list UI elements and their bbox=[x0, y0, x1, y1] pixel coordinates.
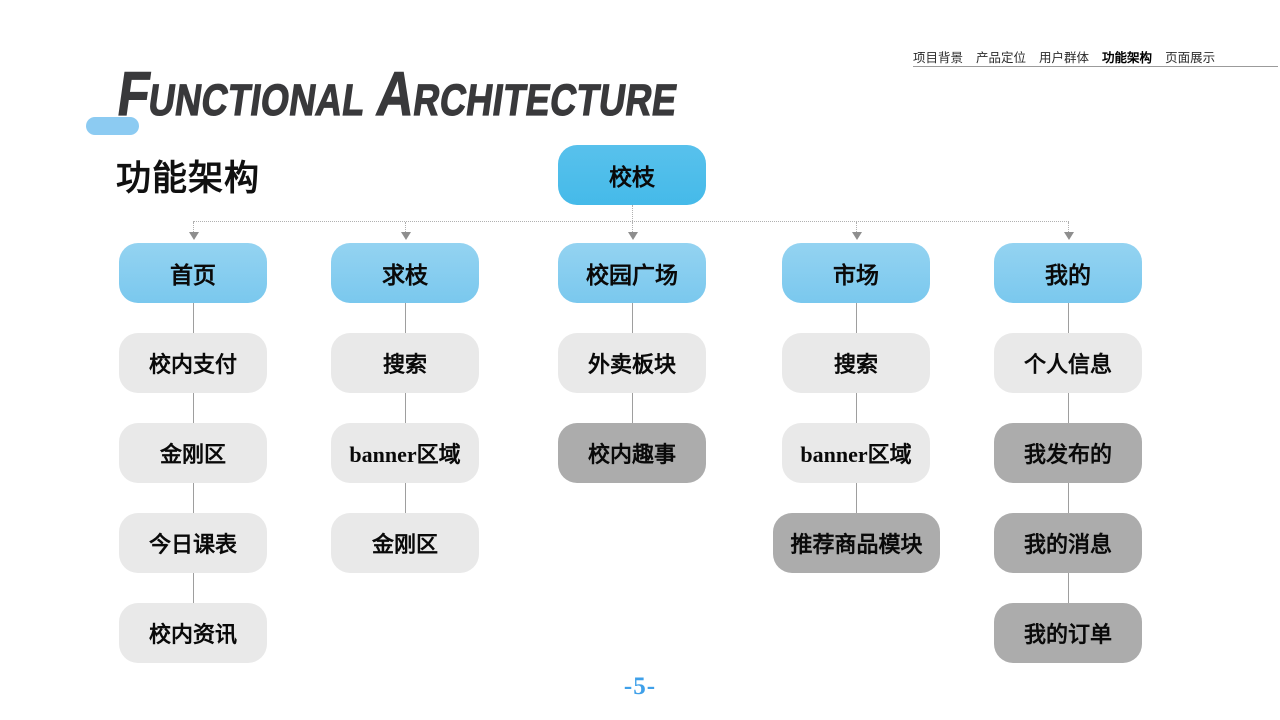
column-header-campus-plaza: 校园广场 bbox=[558, 243, 706, 303]
child-node: 外卖板块 bbox=[558, 333, 706, 393]
connector-stub-1 bbox=[193, 222, 194, 232]
child-node: 搜索 bbox=[782, 333, 930, 393]
child-node: 今日课表 bbox=[119, 513, 267, 573]
child-node: 金刚区 bbox=[331, 513, 479, 573]
title-rest-1: UNCTIONAL bbox=[145, 75, 369, 125]
page-title: FUNCTIONALARCHITECTURE bbox=[112, 59, 682, 140]
connector-vertical bbox=[856, 393, 857, 423]
child-node: 金刚区 bbox=[119, 423, 267, 483]
title-accent-pill bbox=[86, 117, 139, 135]
nav-item-functional-architecture[interactable]: 功能架构 bbox=[1102, 51, 1153, 65]
child-node: 校内支付 bbox=[119, 333, 267, 393]
title-rest-2: RCHITECTURE bbox=[410, 75, 681, 125]
connector-vertical bbox=[405, 393, 406, 423]
column-header-market: 市场 bbox=[782, 243, 930, 303]
child-node: 我的消息 bbox=[994, 513, 1142, 573]
column-header-qiuzhi: 求枝 bbox=[331, 243, 479, 303]
page-subtitle: 功能架构 bbox=[116, 159, 261, 198]
arrow-down-icon bbox=[852, 232, 862, 240]
connector-stub-3 bbox=[632, 222, 633, 232]
arrow-down-icon bbox=[628, 232, 638, 240]
connector-vertical bbox=[632, 303, 633, 333]
connector-root-stub bbox=[632, 205, 633, 221]
child-node: 个人信息 bbox=[994, 333, 1142, 393]
child-node: banner区域 bbox=[331, 423, 479, 483]
arrow-down-icon bbox=[401, 232, 411, 240]
arrow-down-icon bbox=[1064, 232, 1074, 240]
column-header-home: 首页 bbox=[119, 243, 267, 303]
child-node: 推荐商品模块 bbox=[773, 513, 940, 573]
connector-vertical bbox=[405, 483, 406, 513]
connector-vertical bbox=[1068, 393, 1069, 423]
section-nav: 项目背景 产品定位 用户群体 功能架构 页面展示 bbox=[913, 47, 1215, 66]
nav-item-project-background[interactable]: 项目背景 bbox=[913, 51, 964, 65]
connector-vertical bbox=[1068, 303, 1069, 333]
connector-vertical bbox=[1068, 483, 1069, 513]
connector-horizontal bbox=[193, 221, 1069, 222]
nav-item-product-positioning[interactable]: 产品定位 bbox=[976, 51, 1027, 65]
column-header-mine: 我的 bbox=[994, 243, 1142, 303]
child-node: 我的订单 bbox=[994, 603, 1142, 663]
connector-stub-2 bbox=[405, 222, 406, 232]
connector-vertical bbox=[1068, 573, 1069, 603]
nav-item-user-groups[interactable]: 用户群体 bbox=[1039, 51, 1090, 65]
nav-item-page-display[interactable]: 页面展示 bbox=[1165, 51, 1216, 65]
child-node: 校内趣事 bbox=[558, 423, 706, 483]
nav-underline bbox=[913, 66, 1278, 67]
connector-vertical bbox=[193, 303, 194, 333]
connector-vertical bbox=[193, 393, 194, 423]
connector-vertical bbox=[856, 483, 857, 513]
connector-vertical bbox=[632, 393, 633, 423]
connector-vertical bbox=[856, 303, 857, 333]
connector-vertical bbox=[193, 573, 194, 603]
connector-stub-4 bbox=[856, 222, 857, 232]
root-node: 校枝 bbox=[558, 145, 706, 205]
child-node: 我发布的 bbox=[994, 423, 1142, 483]
child-node: 校内资讯 bbox=[119, 603, 267, 663]
arrow-down-icon bbox=[189, 232, 199, 240]
child-node: 搜索 bbox=[331, 333, 479, 393]
page-number: -5- bbox=[623, 673, 657, 700]
connector-vertical bbox=[405, 303, 406, 333]
connector-vertical bbox=[193, 483, 194, 513]
connector-stub-5 bbox=[1068, 222, 1069, 232]
child-node: banner区域 bbox=[782, 423, 930, 483]
